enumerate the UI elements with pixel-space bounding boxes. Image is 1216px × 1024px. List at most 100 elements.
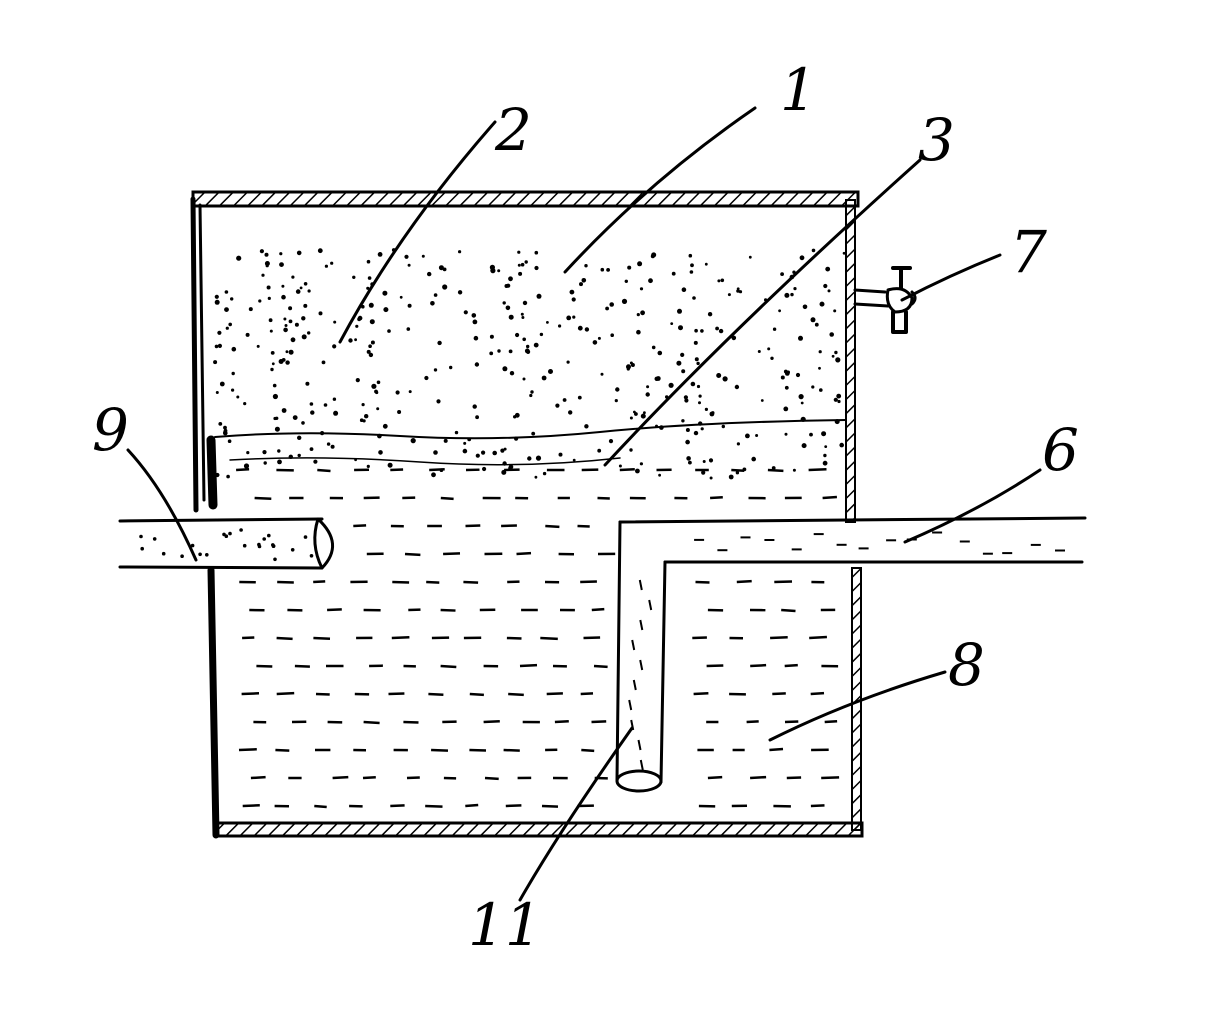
liquid-dash [508, 692, 524, 697]
liquid-dash [426, 580, 440, 584]
particle-dot [296, 250, 302, 256]
particle-dot [231, 388, 235, 392]
particle-dot [829, 332, 834, 337]
particle-dot [324, 264, 328, 268]
liquid-dash [693, 692, 709, 696]
particle-dot [520, 262, 525, 267]
liquid-dash [810, 804, 825, 808]
particle-dot [702, 460, 706, 463]
liquid-dash [469, 692, 484, 697]
particle-dot [618, 464, 622, 468]
particle-dot [366, 259, 371, 264]
particle-dot [228, 322, 232, 327]
liquid-dash [484, 776, 499, 781]
particle-dot [626, 364, 631, 370]
particle-dot [529, 393, 533, 398]
liquid-dash [784, 663, 798, 668]
callout-3: 3 [918, 106, 955, 174]
particle-dot [811, 248, 816, 253]
layer-boundary-lines [214, 419, 847, 466]
particle-dot [522, 337, 526, 342]
liquid-dash [294, 664, 310, 668]
particle-dot [285, 350, 289, 354]
particle-dot [680, 352, 685, 357]
particle-dot [721, 424, 725, 429]
particle-dot [727, 293, 731, 297]
particle-dot [424, 375, 429, 381]
liquid-dash [821, 776, 840, 780]
particle-dot [722, 376, 728, 382]
particle-dot [825, 266, 831, 272]
particle-dot [359, 418, 364, 423]
particle-dot [597, 336, 601, 340]
particle-dot [283, 327, 288, 333]
liquid-dash [440, 496, 454, 501]
particle-dot [571, 297, 576, 302]
particle-dot [307, 289, 311, 293]
liquid-dash [443, 552, 461, 556]
particle-dot [745, 433, 750, 439]
particle-dot [215, 391, 219, 394]
particle-dot [473, 335, 479, 341]
particle-dot [818, 350, 822, 354]
particle-dot [584, 264, 588, 268]
particle-dot [569, 289, 575, 295]
particle-dot [783, 406, 789, 412]
particle-dot [376, 380, 381, 385]
particle-dot [433, 450, 438, 455]
liquid-dash [440, 664, 457, 669]
pipe-dash [637, 739, 642, 751]
particle-dot [676, 360, 682, 366]
liquid-dash [770, 635, 788, 640]
particle-dot [214, 344, 219, 349]
pipe-particle [139, 534, 143, 539]
particle-dot [277, 449, 281, 453]
liquid-dash [465, 803, 479, 808]
inlet-pipe [118, 517, 334, 570]
particle-dot [407, 303, 412, 308]
liquid-dash [242, 804, 260, 808]
callout-6: 6 [1042, 416, 1079, 484]
particle-dot [378, 450, 383, 455]
particle-dot [824, 445, 828, 448]
particle-dot [382, 290, 388, 296]
particle-dot [784, 432, 788, 436]
pipe-particle [273, 557, 277, 562]
particle-dot [368, 344, 372, 349]
pipe-particle [152, 537, 157, 541]
liquid-dash [810, 691, 825, 696]
particle-dot [704, 407, 709, 411]
particle-dot [366, 464, 370, 468]
particle-dot [678, 325, 683, 331]
particle-dot [263, 461, 267, 465]
liquid-dash [391, 635, 410, 640]
particle-dot [736, 442, 741, 446]
particle-dot [689, 270, 694, 274]
particle-dot [522, 300, 528, 306]
liquid-dash [313, 636, 331, 640]
particle-dot [716, 373, 722, 378]
particle-dot [548, 369, 553, 374]
particle-dot [624, 279, 628, 283]
particle-dot [584, 424, 589, 429]
particle-dot [279, 262, 284, 267]
particle-dot [475, 453, 480, 458]
liquid-dash [591, 607, 605, 612]
particle-dot [305, 381, 310, 386]
particle-dot [640, 413, 646, 419]
liquid-dash [429, 468, 445, 472]
particle-dot [357, 317, 361, 322]
liquid-dash [619, 467, 635, 472]
pipe-particle [262, 537, 267, 541]
particle-dot [600, 372, 604, 376]
liquid-dash [406, 776, 420, 780]
particle-dot [317, 248, 323, 254]
liquid-dash [236, 467, 250, 472]
particle-dot [481, 450, 486, 455]
particle-dot [526, 349, 531, 354]
particle-dot [377, 252, 383, 257]
particle-dot [572, 458, 576, 462]
liquid-dash [362, 776, 376, 780]
particle-dot [387, 462, 393, 468]
liquid-dash [431, 748, 449, 752]
